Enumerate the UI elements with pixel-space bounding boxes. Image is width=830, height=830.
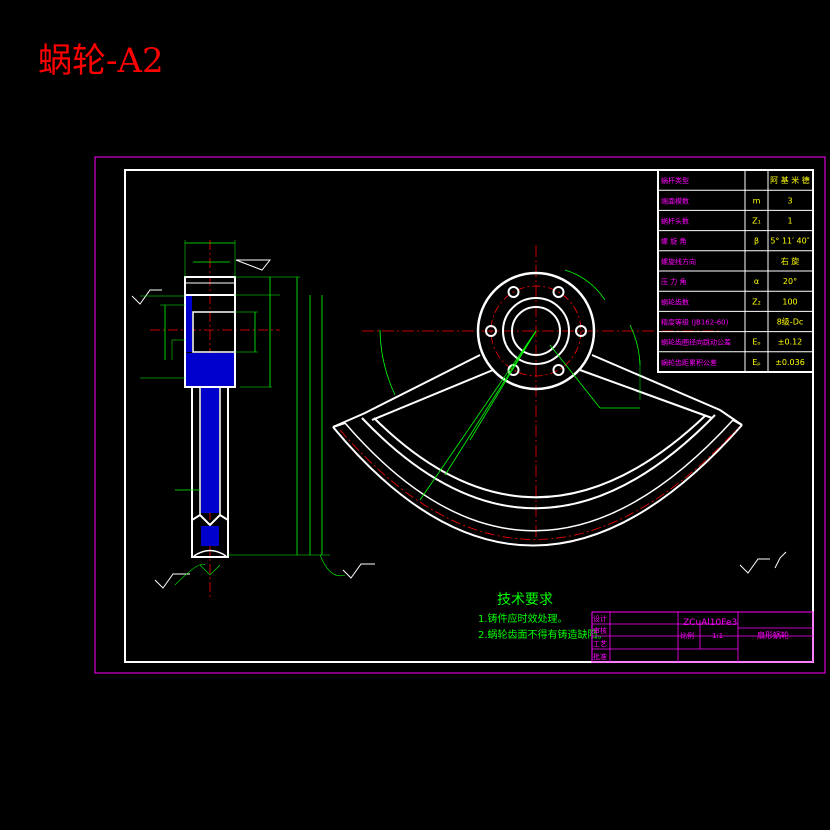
tech-req-item-1: 1.铸件应时效处理。 — [478, 612, 568, 625]
parameter-value: 5° 11′ 40″ — [770, 237, 809, 246]
parameter-symbol: Z₁ — [752, 217, 761, 226]
parameter-symbol: Eₚ — [752, 358, 760, 367]
title-block-scale: 1:1 — [712, 632, 723, 640]
title-block-label-3: 工艺 — [593, 640, 607, 648]
parameter-value: 1 — [787, 217, 792, 226]
parameter-value: 8级-Dc — [777, 317, 804, 327]
parameter-label: 螺 旋 角 — [661, 237, 686, 246]
technical-requirements: 技术要求 1.铸件应时效处理。 2.蜗轮齿面不得有铸造缺陷。 — [478, 592, 608, 641]
parameter-value: 阿 基 米 德 — [770, 175, 810, 185]
parameter-symbol: Eₒ — [752, 338, 760, 347]
parameter-label: 精度等级 (JB162-60) — [661, 318, 729, 327]
parameter-symbol: Z₂ — [752, 297, 761, 306]
parameter-label: 端面模数 — [661, 196, 689, 205]
title-block-scale-label: 比例 — [680, 631, 694, 640]
title-block-material: ZCuAl10Fe3 — [683, 618, 737, 628]
parameter-label: 螺旋线方向 — [661, 257, 696, 266]
parameter-label: 蜗杆头数 — [661, 217, 689, 226]
title-block-label-2: 审核 — [593, 626, 607, 635]
parameter-symbol: α — [754, 277, 759, 286]
tech-req-heading: 技术要求 — [497, 592, 553, 608]
parameter-value: 右 旋 — [781, 256, 800, 266]
side-section-view — [131, 240, 375, 600]
title-block: 设计 审核 工艺 批准 ZCuAl10Fe3 比例 1:1 扇形蜗轮 — [591, 611, 814, 663]
parameter-value: 20° — [783, 277, 797, 286]
parameter-value: ±0.12 — [778, 338, 803, 347]
parameter-symbol: m — [753, 196, 761, 205]
title-block-part-name: 扇形蜗轮 — [757, 630, 789, 640]
parameter-label: 蜗轮齿圈径向跳动公差 — [661, 338, 731, 347]
parameter-value: 3 — [787, 196, 792, 205]
sheet-inner-frame — [124, 169, 814, 663]
parameter-value: 100 — [782, 297, 797, 306]
title-block-label-4: 批准 — [593, 652, 607, 661]
title-block-label-1: 设计 — [593, 614, 607, 623]
parameter-value: ±0.036 — [775, 358, 805, 367]
parameter-symbol: β — [754, 237, 759, 246]
parameter-label: 蜗杆类型 — [661, 176, 689, 185]
parameter-label: 蜗轮齿数 — [661, 297, 689, 306]
tech-req-item-2: 2.蜗轮齿面不得有铸造缺陷。 — [478, 628, 608, 641]
drawing-title: 蜗轮-A2 — [38, 41, 164, 81]
sheet-outer-border — [94, 156, 826, 674]
parameter-label: 压 力 角 — [661, 277, 686, 286]
parameter-label: 蜗轮齿距累积公差 — [661, 358, 717, 367]
front-view-sector — [332, 245, 787, 574]
